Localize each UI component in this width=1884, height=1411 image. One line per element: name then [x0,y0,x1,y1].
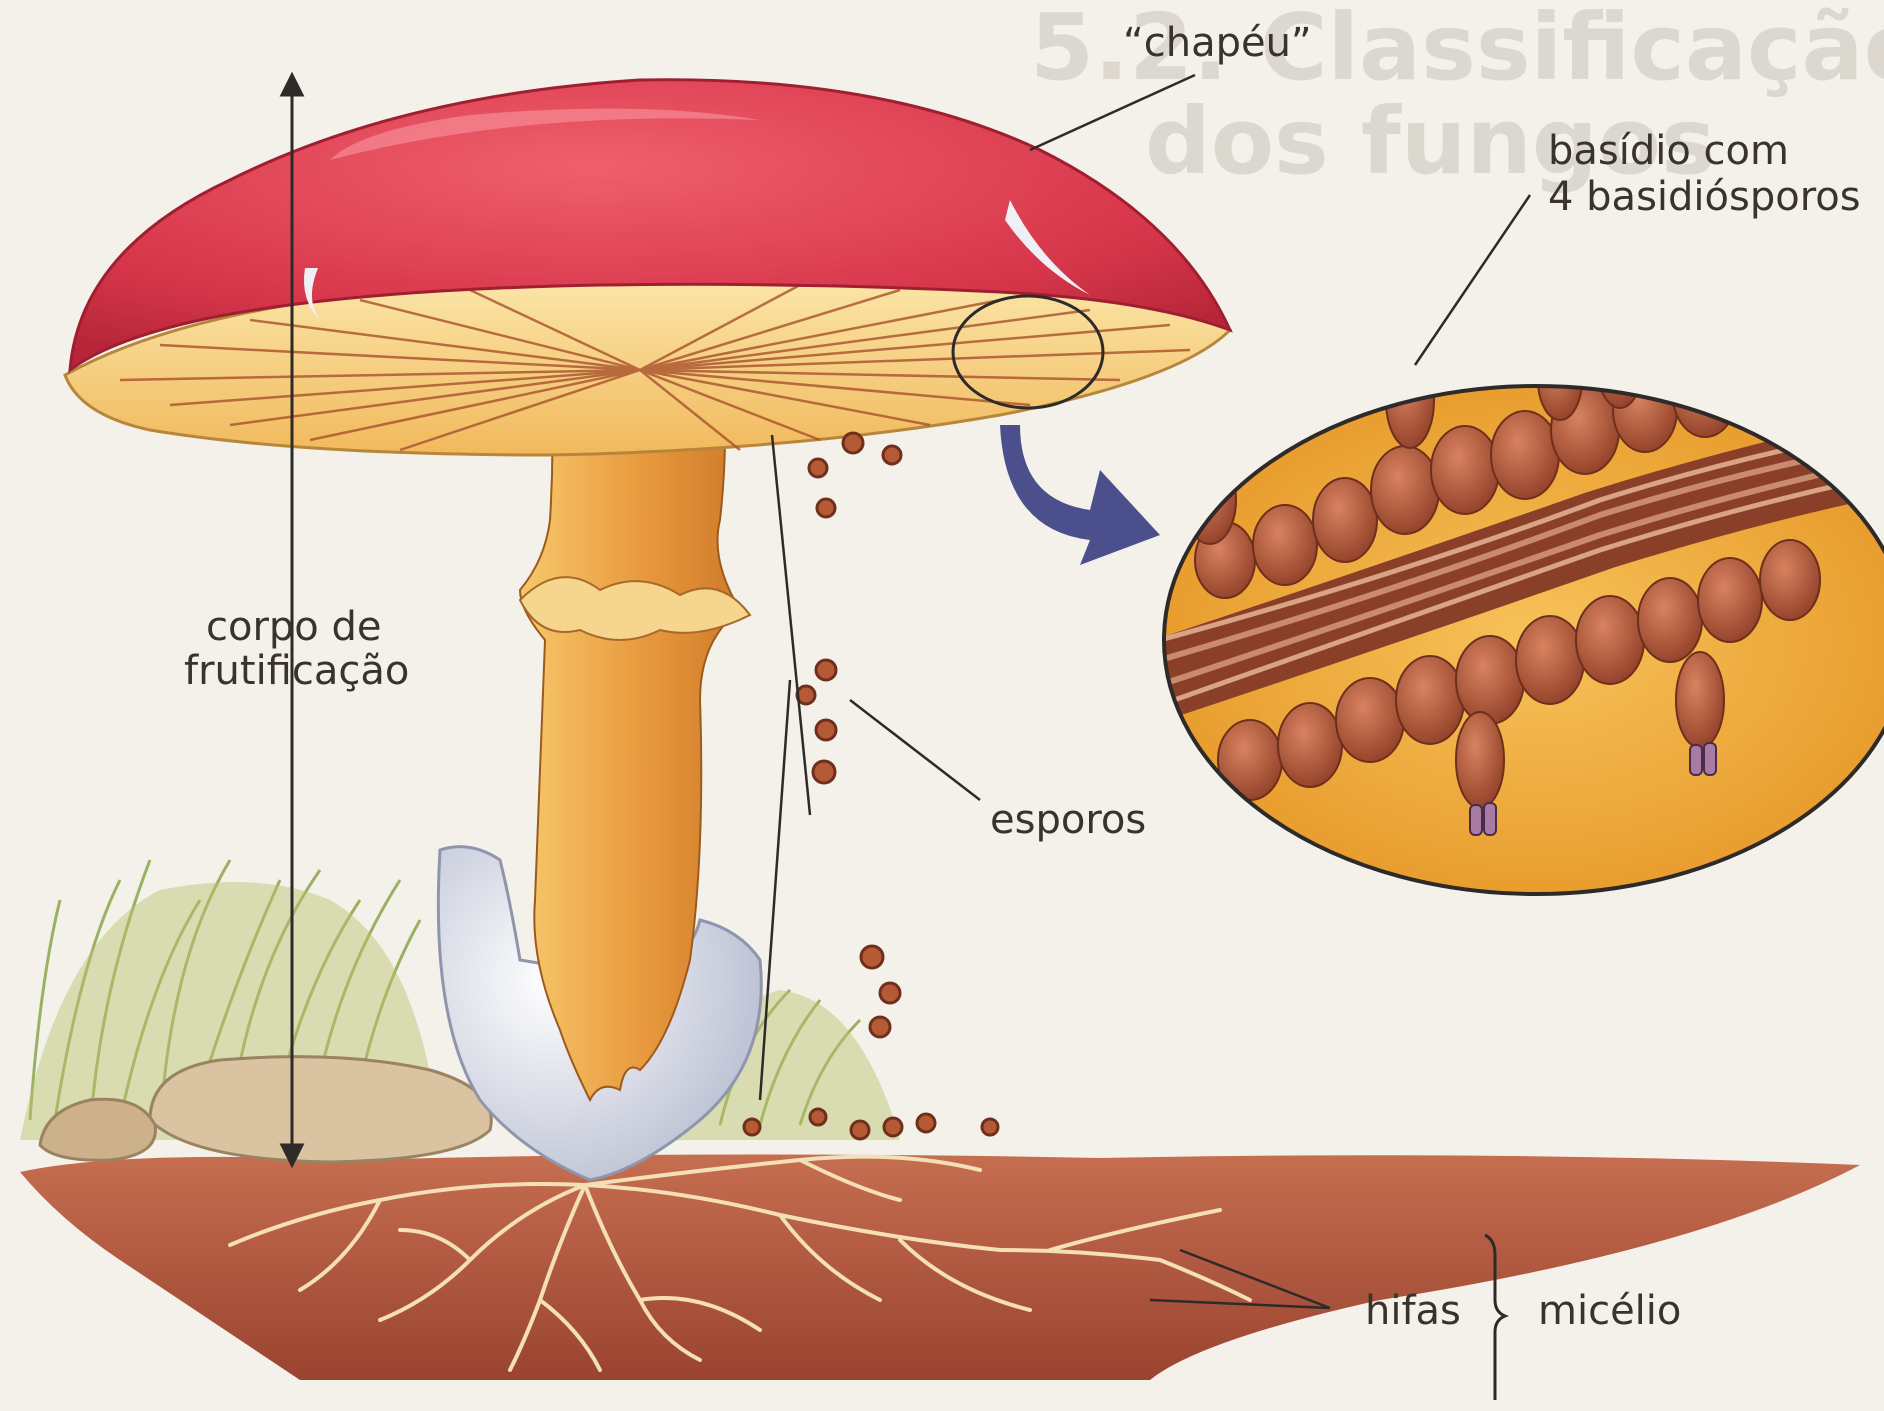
micelio-label: micélio [1538,1288,1681,1334]
stone-large [150,1057,491,1162]
basidio-label-line1: basídio com [1548,128,1789,174]
hifas-label: hifas [1365,1288,1461,1334]
esporos-label: esporos [990,797,1146,843]
corpo-label-line1: corpo de [206,604,382,650]
chapeu-label: “chapéu” [1123,20,1312,66]
basidio-label-line2: 4 basidiósporos [1548,174,1861,220]
magnify-arrow [1000,425,1160,565]
magnified-gill-view [1160,293,1884,894]
corpo-label-line2: frutificação [184,648,409,694]
soil [20,1154,1860,1380]
